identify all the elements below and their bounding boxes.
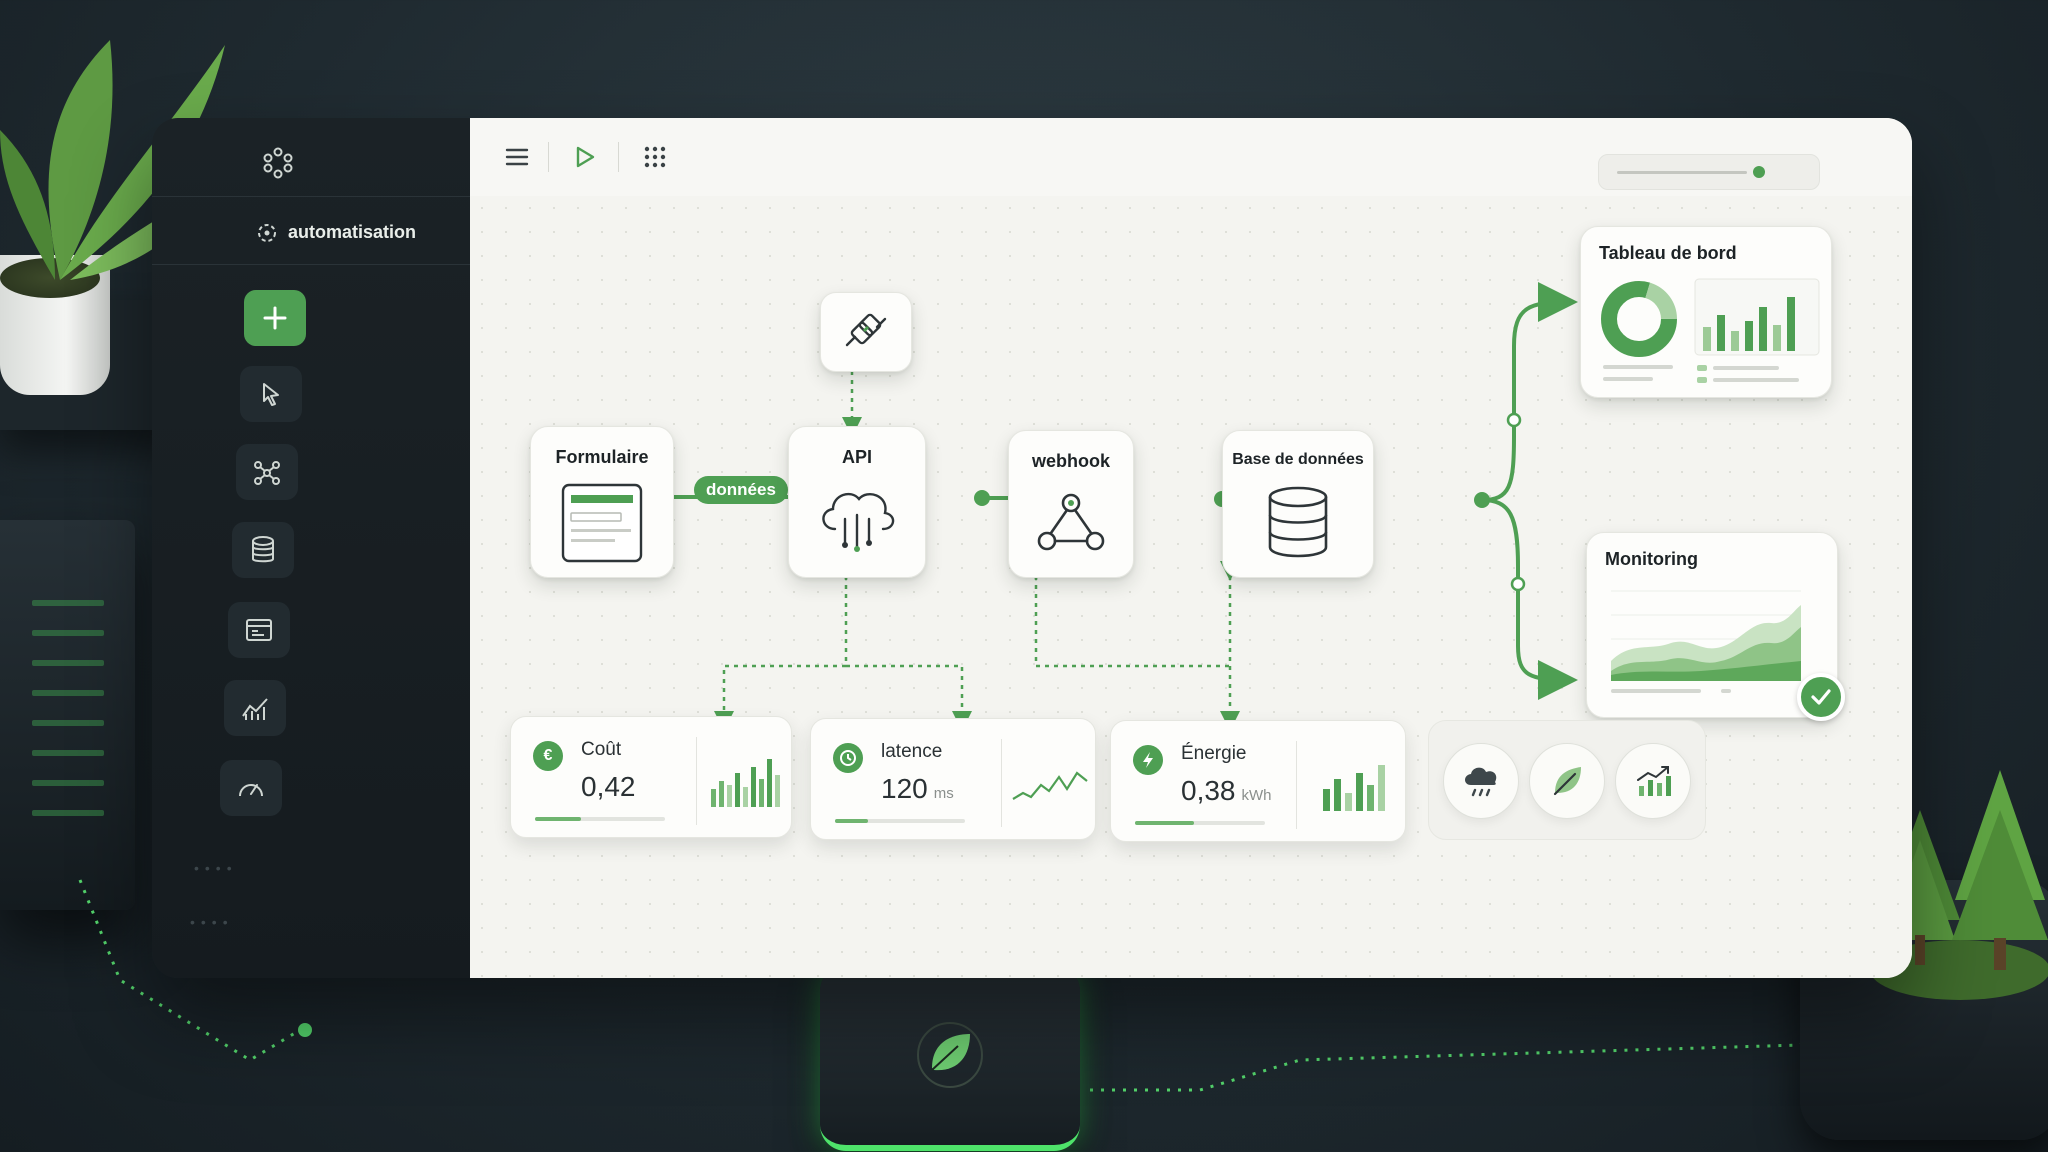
- add-node-button[interactable]: [244, 290, 306, 346]
- leaf-icon: [1553, 767, 1581, 796]
- menu-button[interactable]: [502, 142, 532, 172]
- sidebar-dots: ••••: [194, 860, 238, 876]
- metric-label: Coût: [581, 739, 622, 760]
- server-rack: [0, 520, 135, 910]
- cloud-rain-icon: [1465, 767, 1497, 797]
- form-node-title: Formulaire: [555, 447, 649, 467]
- workspace-icon: [258, 224, 276, 242]
- webhook-node[interactable]: webhook: [1008, 430, 1134, 578]
- database-tool-button[interactable]: [232, 522, 294, 578]
- slider-handle[interactable]: [1753, 166, 1765, 178]
- analytics-tool-button[interactable]: [224, 680, 286, 736]
- metric-divider: [696, 737, 697, 825]
- metric-line-sparkline: [1012, 771, 1088, 800]
- metric-value: 120 ms: [881, 773, 954, 805]
- webhook-node-title: webhook: [1031, 451, 1110, 471]
- clock-icon: [833, 743, 863, 773]
- metric-value: 0,38 kWh: [1181, 775, 1272, 807]
- metric-progress: [1135, 821, 1265, 825]
- app-window: automatisation: [152, 118, 1912, 978]
- run-button[interactable]: [570, 142, 600, 172]
- monitoring-card[interactable]: Monitoring: [1586, 532, 1845, 721]
- growth-button[interactable]: [1615, 743, 1691, 819]
- menu-icon: [505, 148, 529, 166]
- add-icon: [263, 306, 287, 330]
- quick-actions-panel: [1428, 720, 1706, 840]
- main-area: Formulaire données API: [470, 118, 1912, 978]
- weather-button[interactable]: [1443, 743, 1519, 819]
- slider-track: [1617, 171, 1747, 174]
- leaf-chip: [820, 965, 1080, 1151]
- growth-chart-icon: [1637, 766, 1671, 796]
- form-icon: [246, 619, 272, 641]
- cursor-icon: [263, 383, 279, 406]
- select-tool-button[interactable]: [240, 366, 302, 422]
- monitoring-title: Monitoring: [1605, 549, 1698, 569]
- success-check-icon: [1797, 673, 1845, 721]
- app-logo-icon[interactable]: [260, 144, 296, 180]
- nodes-tool-button[interactable]: [236, 444, 298, 500]
- metric-progress: [835, 819, 965, 823]
- play-icon: [576, 146, 595, 168]
- flow-canvas[interactable]: Formulaire données API: [470, 196, 1912, 978]
- nodes-icon: [254, 461, 280, 485]
- metric-unit: kWh: [1241, 787, 1272, 804]
- metric-divider: [1296, 741, 1297, 829]
- eco-button[interactable]: [1529, 743, 1605, 819]
- database-node-title: Base de données: [1232, 451, 1364, 468]
- form-node[interactable]: Formulaire: [530, 426, 674, 578]
- performance-tool-button[interactable]: [220, 760, 282, 816]
- chart-icon: [242, 698, 268, 720]
- api-node-title: API: [841, 447, 872, 467]
- plugin-node[interactable]: [820, 292, 912, 372]
- metric-bar-sparkline: [711, 759, 780, 807]
- euro-icon: €: [533, 741, 563, 771]
- sidebar-dots: ••••: [190, 914, 234, 930]
- bolt-icon: [1133, 745, 1163, 775]
- metric-bar-sparkline: [1323, 765, 1385, 811]
- sidebar-divider: [152, 264, 470, 265]
- zoom-slider[interactable]: [1598, 154, 1820, 190]
- dashboard-preview: [1601, 278, 1820, 383]
- toolbar-separator: [618, 142, 619, 172]
- form-document-icon: [561, 483, 643, 563]
- form-tool-button[interactable]: [228, 602, 290, 658]
- grid-icon: [644, 146, 666, 168]
- metric-card-energy[interactable]: Énergie 0,38 kWh: [1110, 720, 1406, 842]
- edge-label: données: [694, 476, 788, 504]
- metric-value-number: 120: [881, 773, 928, 804]
- toolbar-separator: [548, 142, 549, 172]
- plug-icon: [845, 313, 887, 347]
- gauge-icon: [239, 784, 263, 797]
- apps-button[interactable]: [640, 142, 670, 172]
- metric-divider: [1001, 739, 1002, 827]
- sidebar-divider: [152, 196, 470, 197]
- metric-progress: [535, 817, 665, 821]
- dashboard-title: Tableau de bord: [1599, 243, 1737, 263]
- database-icon: [1268, 486, 1328, 558]
- sidebar: automatisation: [152, 118, 470, 978]
- database-node[interactable]: Base de données: [1222, 430, 1374, 578]
- workspace-name[interactable]: automatisation: [288, 222, 417, 242]
- metric-label: latence: [881, 741, 943, 762]
- cloud-network-icon: [822, 492, 895, 552]
- dashboard-card[interactable]: Tableau de bord: [1580, 226, 1832, 398]
- leaf-icon: [917, 1022, 983, 1088]
- api-node[interactable]: API: [788, 426, 926, 578]
- webhook-icon: [1037, 493, 1105, 551]
- metric-card-cost[interactable]: € Coût 0,42: [510, 716, 792, 838]
- metric-card-latency[interactable]: latence 120 ms: [810, 718, 1096, 840]
- circuit-lines: [78, 879, 1951, 1092]
- database-icon: [252, 536, 274, 563]
- monitoring-area-chart: [1611, 590, 1801, 693]
- metric-unit: ms: [933, 785, 954, 802]
- metric-value-number: 0,38: [1181, 775, 1236, 806]
- metric-label: Énergie: [1181, 743, 1247, 764]
- toolbar: [470, 118, 1912, 197]
- metric-value-number: 0,42: [581, 771, 636, 802]
- metric-value: 0,42: [581, 771, 642, 803]
